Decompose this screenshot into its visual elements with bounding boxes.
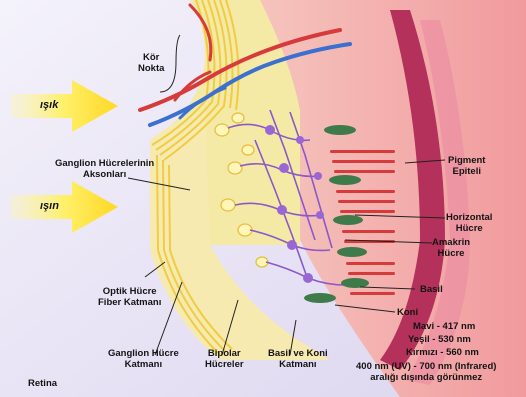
label-amacrine-line2: Hücre (432, 248, 470, 259)
label-rod-cone-line1: Basil ve Koni (268, 348, 328, 359)
label-optic-fiber-layer: Optik Hücre Fiber Katmanı (98, 286, 161, 308)
label-bipolar-line2: Hücreler (205, 359, 244, 370)
label-light: ışık (40, 100, 58, 111)
label-rod: Basil (420, 284, 443, 295)
label-visible-range: 400 nm (UV) - 700 nm (Infrared) aralığı … (356, 361, 496, 383)
label-amacrine-cell: Amakrin Hücre (432, 237, 470, 259)
label-pigment-epithelium: Pigment Epiteli (448, 155, 485, 177)
label-cone: Koni (397, 307, 418, 318)
label-ganglion-layer-line1: Ganglion Hücre (108, 348, 179, 359)
label-rod-cone-line2: Katmanı (268, 359, 328, 370)
label-rod-cone-layer: Basil ve Koni Katmanı (268, 348, 328, 370)
label-horizontal-cell: Horizontal Hücre (446, 212, 492, 234)
label-bipolar-line1: Bipolar (205, 348, 244, 359)
label-ganglion-layer-line2: Katmanı (108, 359, 179, 370)
label-cone-green: Yeşil - 530 nm (408, 334, 471, 345)
label-retina: Retina (28, 378, 57, 389)
label-horizontal-line1: Horizontal (446, 212, 492, 223)
label-cone-red: Kırmızı - 560 nm (406, 347, 479, 358)
label-blind-spot-line2: Nokta (138, 63, 164, 74)
label-blind-spot: Kör Nokta (138, 52, 164, 74)
label-ganglion-axons: Ganglion Hücrelerinin Aksonları (55, 158, 154, 180)
label-pigment-line2: Epiteli (448, 166, 485, 177)
label-pigment-line1: Pigment (448, 155, 485, 166)
label-visible-range-line2: aralığı dışında görünmez (356, 372, 496, 383)
label-ray: ışın (40, 201, 59, 212)
label-optic-fiber-line2: Fiber Katmanı (98, 297, 161, 308)
label-ganglion-axons-line2: Aksonları (55, 169, 154, 180)
label-ganglion-layer: Ganglion Hücre Katmanı (108, 348, 179, 370)
label-horizontal-line2: Hücre (446, 223, 492, 234)
label-cone-blue: Mavi - 417 nm (413, 321, 475, 332)
label-bipolar-cells: Bipolar Hücreler (205, 348, 244, 370)
label-ganglion-axons-line1: Ganglion Hücrelerinin (55, 158, 154, 169)
label-optic-fiber-line1: Optik Hücre (98, 286, 161, 297)
label-amacrine-line1: Amakrin (432, 237, 470, 248)
label-visible-range-line1: 400 nm (UV) - 700 nm (Infrared) (356, 361, 496, 372)
label-blind-spot-line1: Kör (138, 52, 164, 63)
